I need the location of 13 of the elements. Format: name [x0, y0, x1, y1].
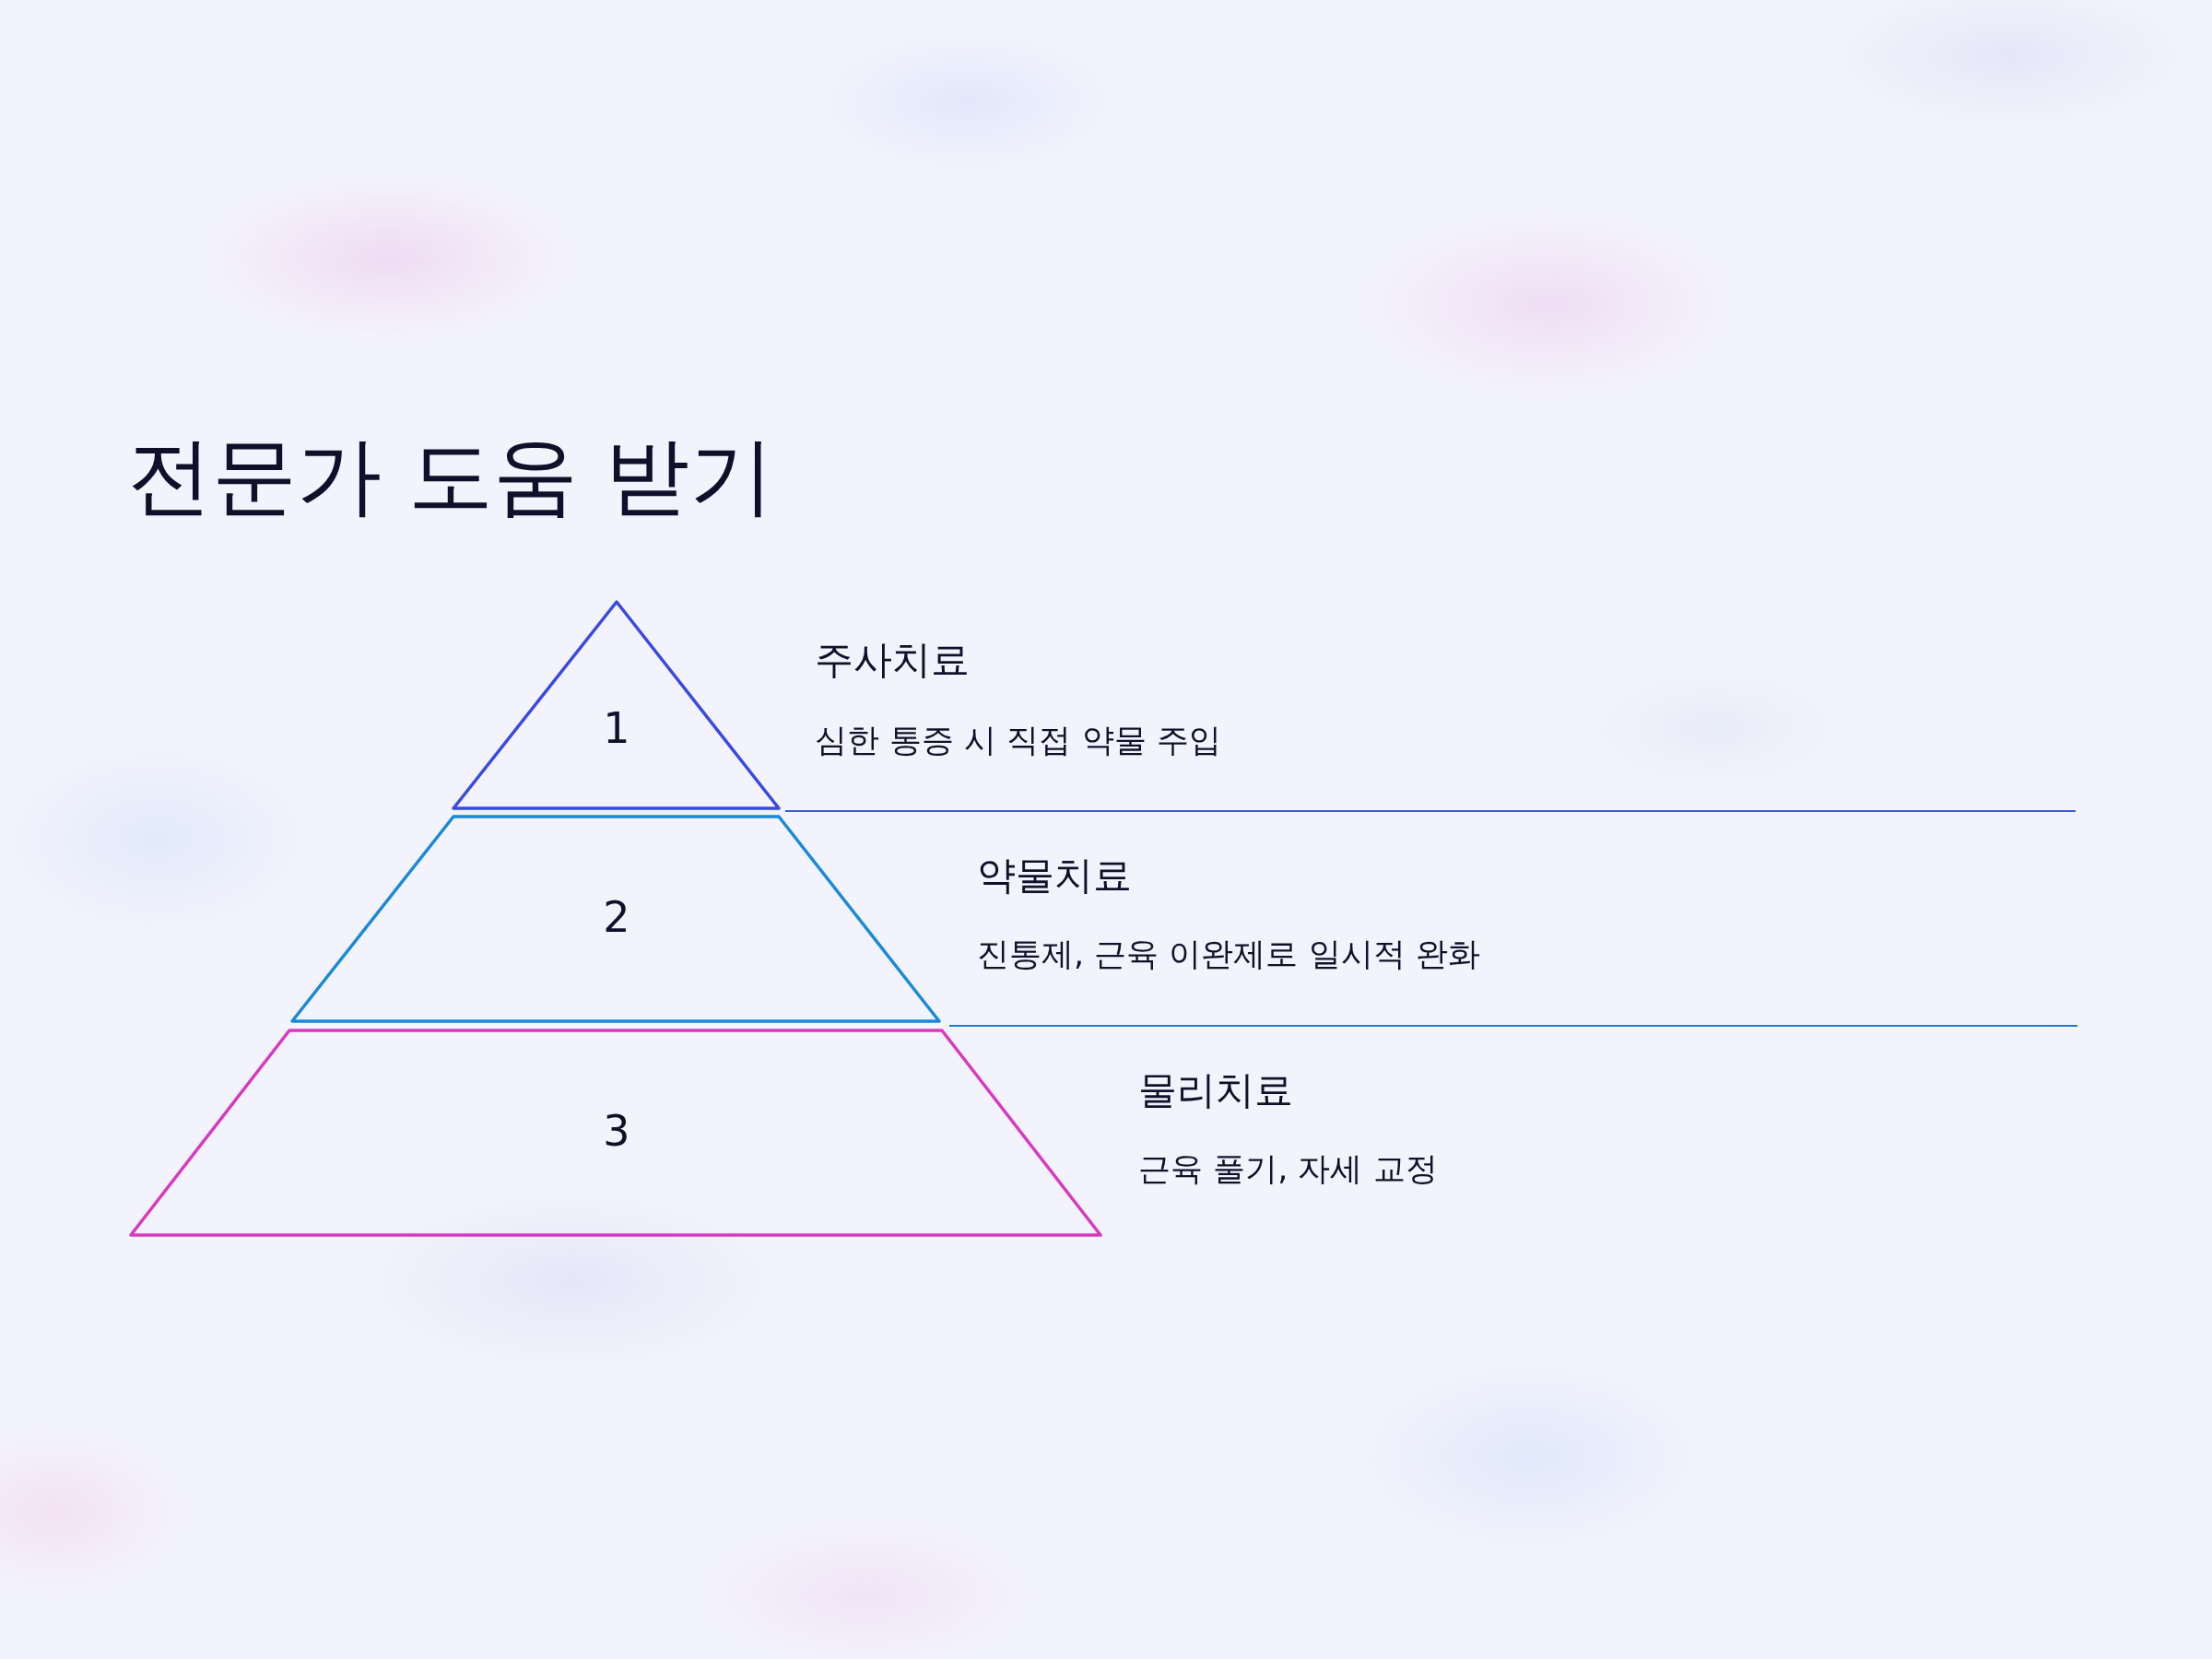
pyramid-level	[128, 1028, 1103, 1238]
level-description: 심한 통증 시 직접 약물 주입	[815, 721, 1221, 760]
level-description: 근육 풀기, 자세 교정	[1138, 1149, 1438, 1189]
level-number: 2	[603, 892, 630, 942]
title: 전문가 도움 받기	[127, 426, 775, 527]
level-heading: 약물치료	[977, 852, 1132, 900]
level-number: 1	[603, 703, 630, 753]
level-description: 진통제, 근육 이완제로 일시적 완화	[977, 935, 1480, 974]
pyramid-level	[289, 814, 942, 1024]
level-heading: 물리치료	[1138, 1066, 1293, 1114]
level-number: 3	[603, 1106, 630, 1156]
level-heading: 주사치료	[815, 636, 970, 684]
pyramid-level	[451, 599, 782, 811]
